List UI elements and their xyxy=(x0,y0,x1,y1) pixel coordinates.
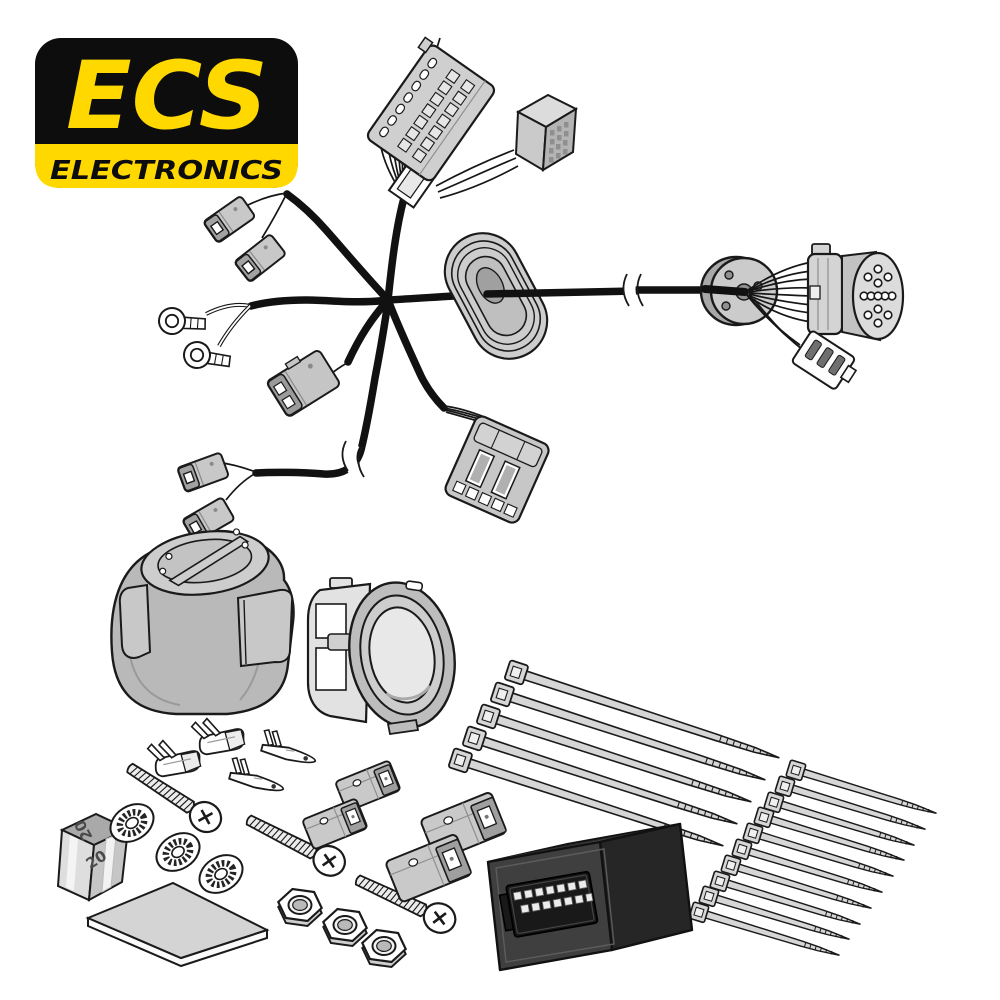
hex-nut xyxy=(322,907,368,948)
housing-right-flap xyxy=(236,588,294,668)
hex-nut xyxy=(361,928,407,969)
cube-relay-connector xyxy=(514,93,579,172)
ring-terminal xyxy=(158,307,206,335)
lock-washer xyxy=(149,825,206,878)
cube-pin-grid xyxy=(549,122,569,163)
cable-ties-short xyxy=(688,759,940,965)
cable-break-mark xyxy=(622,272,644,311)
cube-wire-fan xyxy=(435,149,519,199)
module-pins xyxy=(512,879,594,914)
hex-nut xyxy=(277,887,323,928)
ring-terminal xyxy=(183,341,232,369)
adhesive-pad xyxy=(85,881,270,968)
crimp-terminal-female xyxy=(189,708,249,761)
bottom-multiway-connector xyxy=(444,415,550,524)
wiring-harness-loom xyxy=(158,36,905,544)
lock-washer xyxy=(192,847,249,900)
ecs-logo: ECS ELECTRONICS xyxy=(35,38,298,188)
crimp-terminal-female xyxy=(145,730,205,783)
cable-main-right xyxy=(483,287,640,298)
two-pin-connector xyxy=(202,194,257,245)
crimp-terminal-male xyxy=(225,754,290,796)
cable-break-mark xyxy=(341,440,365,478)
wire-to-connector-b xyxy=(261,192,288,239)
two-pin-connector xyxy=(233,232,288,284)
crimp-terminal-male xyxy=(257,726,322,768)
housing-lid xyxy=(140,528,270,596)
housing-left-flap xyxy=(118,583,152,659)
connector-housing-small xyxy=(301,797,369,851)
electronic-module xyxy=(486,822,694,972)
logo-brand-text: ECS xyxy=(66,42,268,151)
cable-branch-up xyxy=(384,194,408,304)
kit-components: 20 20 xyxy=(56,528,940,972)
connector-housing-large xyxy=(384,832,473,904)
three-pin-connector xyxy=(791,330,858,390)
mid-multiway-connector xyxy=(266,350,340,417)
cable-branch-upper-left xyxy=(283,190,392,304)
two-pin-connector xyxy=(176,451,231,494)
vehicle-ecu-connector xyxy=(366,36,496,209)
cable-branch-left xyxy=(247,296,392,310)
wire-to-connector-d xyxy=(225,472,257,501)
cable-branch-down xyxy=(384,296,448,412)
module-connector-socket xyxy=(498,870,599,938)
logo-band xyxy=(35,144,298,188)
plug-pin-holes xyxy=(859,264,897,328)
thirteen-pin-plug xyxy=(806,243,905,342)
logo-subtitle-text: ELECTRONICS xyxy=(50,156,283,186)
cable-flange-stub xyxy=(701,285,749,296)
towing-socket-housing xyxy=(110,528,295,716)
ring-terminal-wires xyxy=(205,302,252,347)
socket-holder-ring xyxy=(306,577,456,736)
